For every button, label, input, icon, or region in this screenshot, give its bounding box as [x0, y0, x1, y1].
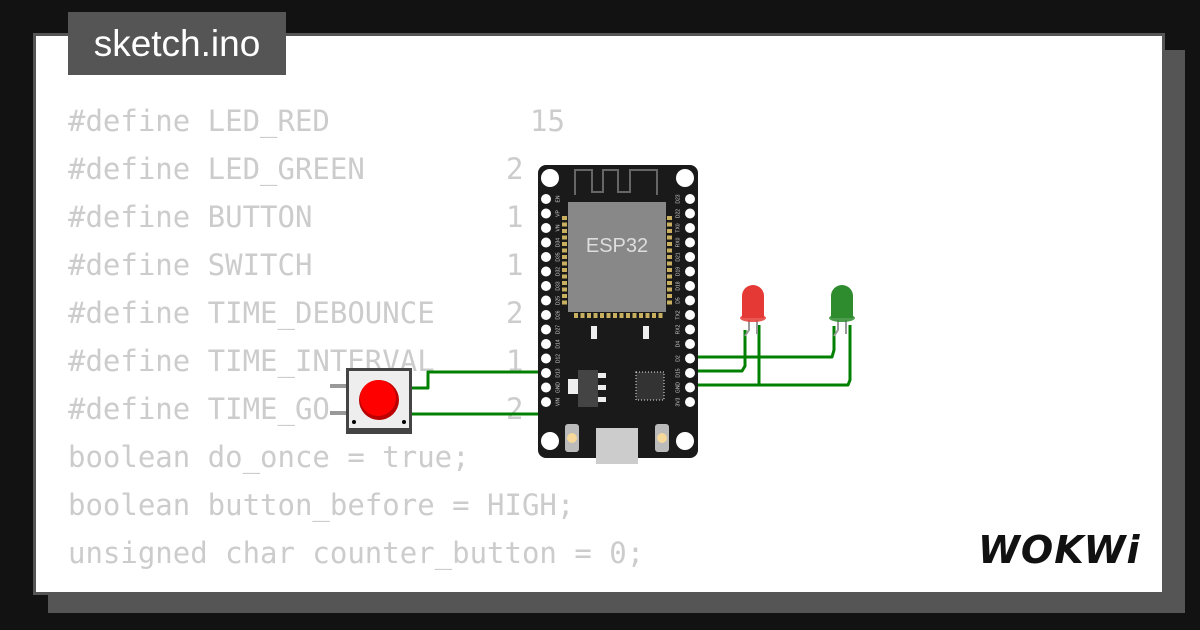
wire	[411, 386, 546, 416]
pin-VIN	[541, 397, 551, 407]
svg-text:GND: GND	[555, 382, 561, 394]
define-value: 1	[506, 200, 524, 234]
define-value: 2	[506, 392, 524, 426]
code-line: #define SWITCH	[68, 248, 313, 282]
svg-text:RX2: RX2	[675, 324, 681, 334]
pin-VN	[541, 223, 551, 233]
svg-text:VP: VP	[555, 210, 561, 217]
chip-label: ESP32	[586, 235, 648, 257]
led-red[interactable]	[740, 285, 766, 337]
code-line: #define LED_GREEN	[68, 152, 365, 186]
svg-text:D34: D34	[555, 238, 561, 247]
svg-text:D35: D35	[555, 252, 561, 261]
pin-D35	[541, 252, 551, 262]
svg-text:D19: D19	[675, 267, 681, 276]
define-value: 15	[530, 104, 565, 138]
led-green[interactable]	[829, 285, 855, 337]
pin-D34	[541, 237, 551, 248]
pin-D23	[685, 194, 695, 204]
svg-text:3V3: 3V3	[675, 397, 681, 406]
wire	[690, 325, 852, 387]
pin-GND	[541, 382, 551, 393]
svg-text:D25: D25	[555, 296, 561, 305]
pin-D13	[541, 368, 551, 378]
esp32-board: ESP32 ENVPVND34D35D32D33D25D26D27D14D12D…	[538, 165, 698, 464]
svg-text:D18: D18	[675, 281, 681, 290]
pin-D14	[541, 339, 551, 349]
pin-TX0	[685, 223, 695, 233]
svg-text:D27: D27	[555, 325, 561, 334]
pin-D19	[685, 266, 695, 277]
pin-GND	[685, 382, 695, 393]
pin-VP	[541, 208, 551, 219]
svg-text:VN: VN	[555, 224, 561, 231]
pin-TX2	[685, 310, 695, 320]
pin-D15	[685, 368, 695, 378]
pin-D12	[541, 353, 551, 364]
pin-D27	[541, 324, 551, 335]
svg-text:D14: D14	[555, 339, 561, 348]
svg-text:D32: D32	[555, 267, 561, 276]
svg-text:EN: EN	[555, 195, 561, 202]
code-line: #define TIME_DEBOUNCE	[68, 296, 435, 330]
code-line: unsigned char counter_button = 0;	[68, 536, 645, 570]
pin-D33	[541, 281, 551, 291]
svg-text:D22: D22	[675, 209, 681, 218]
define-value: 1	[506, 248, 524, 282]
svg-text:D23: D23	[675, 194, 681, 203]
svg-text:VIN: VIN	[555, 397, 561, 406]
file-title: sketch.ino	[68, 12, 286, 75]
svg-text:GND: GND	[675, 382, 681, 394]
pin-D4	[685, 339, 695, 349]
svg-text:D26: D26	[555, 310, 561, 319]
svg-text:TX2: TX2	[675, 310, 681, 319]
svg-text:D5: D5	[675, 297, 681, 304]
define-value: 2	[506, 296, 524, 330]
pin-D32	[541, 266, 551, 277]
svg-text:D4: D4	[675, 341, 681, 348]
code-line: boolean button_before = HIGH;	[68, 488, 575, 522]
pin-EN	[541, 194, 551, 204]
define-value: 1	[506, 344, 524, 378]
wire	[690, 326, 836, 359]
svg-text:D13: D13	[555, 368, 561, 377]
code-line: boolean do_once = true;	[68, 440, 470, 474]
svg-text:TX0: TX0	[675, 223, 681, 232]
svg-text:D15: D15	[675, 368, 681, 377]
svg-text:D21: D21	[675, 252, 681, 261]
svg-text:D12: D12	[555, 354, 561, 363]
pin-D5	[685, 295, 695, 306]
code-line: #define TIME_GO	[68, 392, 330, 426]
pin-RX2	[685, 324, 695, 335]
code-line: #define TIME_INTERVAL	[68, 344, 435, 378]
define-value: 2	[506, 152, 524, 186]
svg-text:RX0: RX0	[675, 237, 681, 247]
pin-D21	[685, 252, 695, 262]
pin-D18	[685, 281, 695, 291]
pin-D26	[541, 310, 551, 320]
code-line: #define LED_RED	[68, 104, 330, 138]
pin-D22	[685, 208, 695, 219]
pin-RX0	[685, 237, 695, 248]
pin-3V3	[685, 397, 695, 407]
svg-text:D2: D2	[675, 355, 681, 362]
push-button[interactable]	[330, 368, 412, 434]
svg-text:D33: D33	[555, 281, 561, 290]
wokwi-logo: WOKWi	[978, 528, 1141, 572]
pin-D25	[541, 295, 551, 306]
wire	[411, 370, 546, 390]
code-line: #define BUTTON	[68, 200, 313, 234]
pin-D2	[685, 353, 695, 364]
wire	[690, 330, 747, 373]
